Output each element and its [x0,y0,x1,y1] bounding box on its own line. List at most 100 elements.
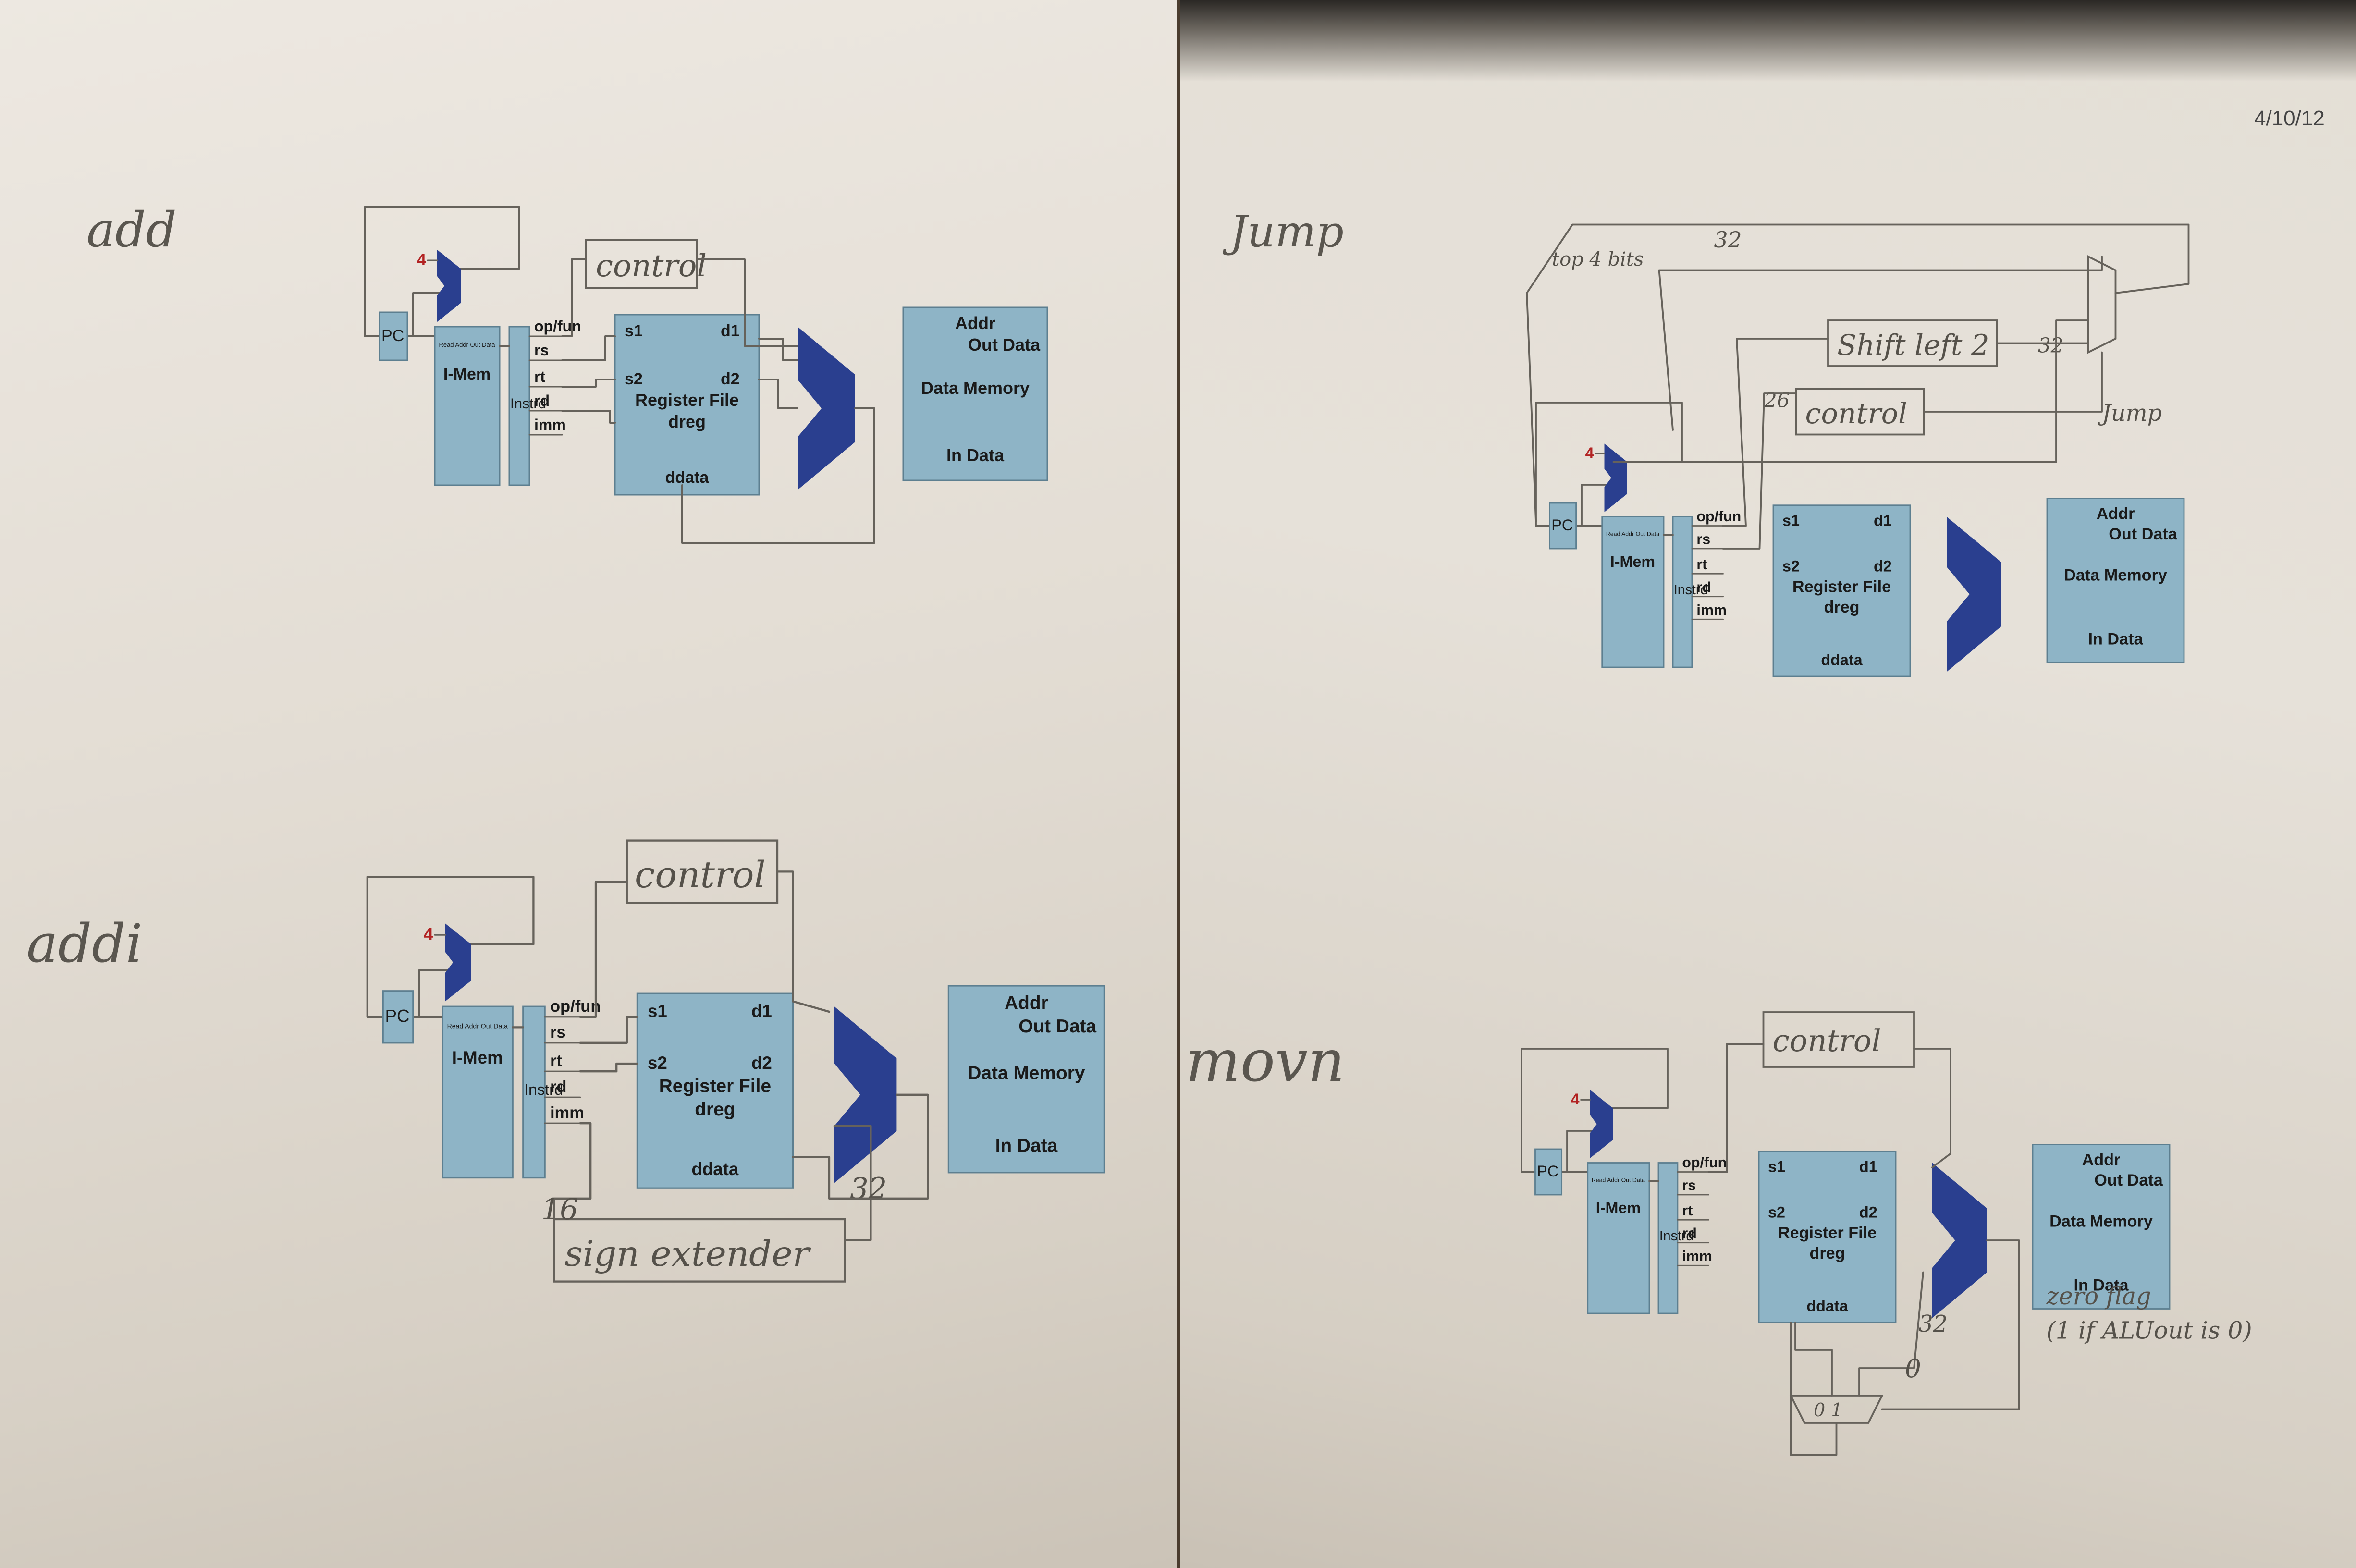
add-d2-wire [758,379,798,409]
add-control-box [585,239,698,289]
addi-control-note: control [635,854,766,896]
addi-16-note: 16 [541,1193,578,1226]
add-control-to-alu-wire [696,258,798,347]
addi-rf-title: Register File [659,1076,771,1096]
addi-instr-label: Instrd [524,1081,563,1098]
movn-32-note: 32 [1919,1311,1948,1337]
jump-instr-register [1672,516,1693,668]
movn-zero-flag-desc: (1 if ALUout is 0) [2047,1316,2252,1344]
addi-rf-s2: s2 [648,1053,667,1073]
jump-addr-wire [1722,338,1829,527]
jump-pc-top-wire [1658,256,2103,431]
add-writeback-wire [681,407,875,544]
jump-field-rs: rs [1696,531,1710,548]
jump-control-note: control [1805,397,1907,430]
jump-rf-s1: s1 [1782,512,1800,529]
jump-pc-adder [1604,443,1627,512]
add-imem [434,326,501,486]
movn-mux [1789,1395,1884,1424]
movn-alu [1932,1163,1987,1318]
add-rf-d2: d2 [721,370,740,388]
movn-zero-flag-note: zero flag [2046,1282,2151,1310]
add-field-op-fun: op/fun [534,318,581,335]
add-rt-wire [561,379,616,388]
movn-mux-in1-wire [1858,1271,1924,1396]
addi-rs-wire [579,1016,638,1044]
jump-field-imm: imm [1696,602,1727,618]
movn-dm-addr: Addr [2082,1151,2121,1169]
addi-rf-d1: d1 [751,1001,772,1021]
add-field-rs: rs [534,342,549,359]
add-d1-wire [758,338,798,361]
add-field-imm: imm [534,416,566,433]
addi-pc-register [382,990,414,1044]
label-addi: addi [26,913,143,974]
addi-dm-out: Out Data [1018,1016,1096,1037]
jump-pc-register [1549,502,1577,550]
movn-rf-d1: d1 [1859,1158,1877,1176]
add-dm-in: In Data [946,445,1005,465]
jump-dm-title: Data Memory [2064,566,2167,585]
add-data-memory [902,306,1048,481]
movn-0-note: 0 [1905,1354,1921,1384]
jump-rf-ddata: ddata [1821,651,1863,668]
addi-four-label: 4 [423,924,433,944]
addi-dm-in: In Data [995,1136,1058,1156]
addi-32-note: 32 [850,1172,887,1206]
jump-register-file [1772,504,1911,677]
label-movn: movn [1186,1028,1345,1095]
add-alu [798,327,855,490]
addi-pc-label: PC [385,1006,410,1026]
movn-pc-to-adder-wire [1560,1130,1594,1173]
jump-signal-note: Jump [2098,400,2162,427]
jump-field-rt: rt [1696,556,1707,573]
add-rf-d1: d1 [721,322,740,340]
movn-rf-d2: d2 [1859,1204,1877,1221]
movn-mux-inputs: 0 1 [1814,1399,1842,1421]
jump-rf-d1: d1 [1874,512,1892,529]
movn-mux-in0-wire [1794,1322,1833,1396]
add-imem-ports: Read Addr Out Data [439,341,495,348]
add-register-file [614,314,760,496]
addi-sign-extender-box [553,1218,846,1283]
jump-pc-label: PC [1551,516,1573,534]
jump-imem-label: I-Mem [1610,553,1655,570]
jump-pc-to-adder-wire [1575,484,1608,527]
movn-pc-loop-wire [1521,1048,1669,1173]
addi-field-rs: rs [550,1023,566,1041]
movn-four-label: 4 [1571,1090,1580,1108]
jump-rf-title: Register File [1792,577,1891,596]
addi-instr-register [522,1005,546,1179]
add-field-rt: rt [534,368,545,385]
movn-field-rt: rt [1682,1202,1693,1219]
movn-control-note: control [1773,1023,1881,1058]
jump-top4-note: top 4 bits [1552,248,1644,270]
jump-32b-note: 32 [2038,334,2063,357]
movn-zero-wire [1881,1239,2020,1410]
movn-instr-register [1657,1162,1679,1314]
add-instr-register [508,326,530,486]
movn-instr-label: Instrd [1659,1228,1693,1244]
addi-op-to-control-wire [579,881,628,1018]
addi-register-file [636,992,794,1189]
jump-dm-in: In Data [2088,630,2144,649]
addi-rf-dreg: dreg [695,1099,735,1120]
addi-rf-s1: s1 [648,1001,667,1021]
add-control-note: control [596,248,707,284]
movn-mux-out-wire [1790,1322,1838,1456]
add-dm-addr: Addr [955,313,995,333]
movn-dm-title: Data Memory [2049,1213,2153,1231]
movn-field-op-fun: op/fun [1682,1154,1727,1171]
jump-alu [1947,516,2001,672]
left-sheet [0,0,1177,1568]
movn-imem-label: I-Mem [1596,1199,1641,1216]
date-label: 4/10/12 [2254,107,2325,130]
addi-pc-to-adder-wire [412,969,449,1018]
jump-four-label: 4 [1585,444,1594,462]
addi-field-imm: imm [550,1103,584,1122]
movn-imem [1587,1162,1650,1314]
